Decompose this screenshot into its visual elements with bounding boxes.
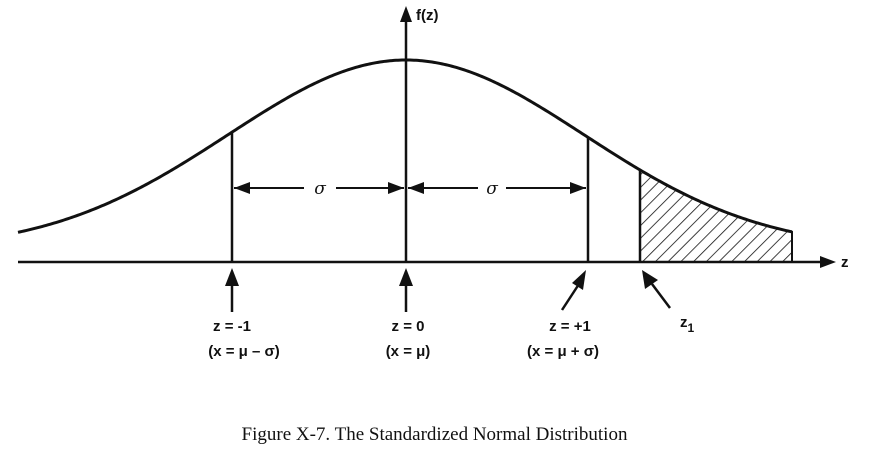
x-mu-plus-sigma-label: (x = μ + σ) bbox=[527, 343, 599, 360]
figure-caption: Figure X-7. The Standardized Normal Dist… bbox=[241, 424, 628, 445]
x-mu-label: (x = μ) bbox=[386, 343, 431, 360]
z1-label-main: z bbox=[680, 314, 688, 331]
pointer-arrow-z-minus-1 bbox=[225, 268, 239, 312]
sigma-label-right: σ bbox=[486, 179, 498, 199]
z-plus-1-label: z = +1 bbox=[549, 318, 591, 335]
sigma-span-left: σ bbox=[234, 179, 404, 199]
z-axis-label: z bbox=[841, 254, 849, 271]
pointer-arrow-z-plus-1 bbox=[560, 270, 586, 311]
z1-label-subscript: 1 bbox=[688, 321, 695, 335]
sigma-span-right: σ bbox=[408, 179, 586, 199]
fz-axis-arrowhead bbox=[400, 6, 412, 22]
z-0-label: z = 0 bbox=[392, 318, 425, 335]
z-minus-1-label: z = -1 bbox=[213, 318, 251, 335]
fz-axis-label: f(z) bbox=[416, 7, 439, 24]
pointer-arrow-z-0 bbox=[399, 268, 413, 312]
z1-label: z1 bbox=[680, 314, 695, 335]
sigma-label-left: σ bbox=[314, 179, 326, 199]
x-mu-minus-sigma-label: (x = μ – σ) bbox=[208, 343, 280, 360]
pointer-arrow-z1 bbox=[642, 270, 671, 309]
z-axis-arrowhead bbox=[820, 256, 836, 268]
